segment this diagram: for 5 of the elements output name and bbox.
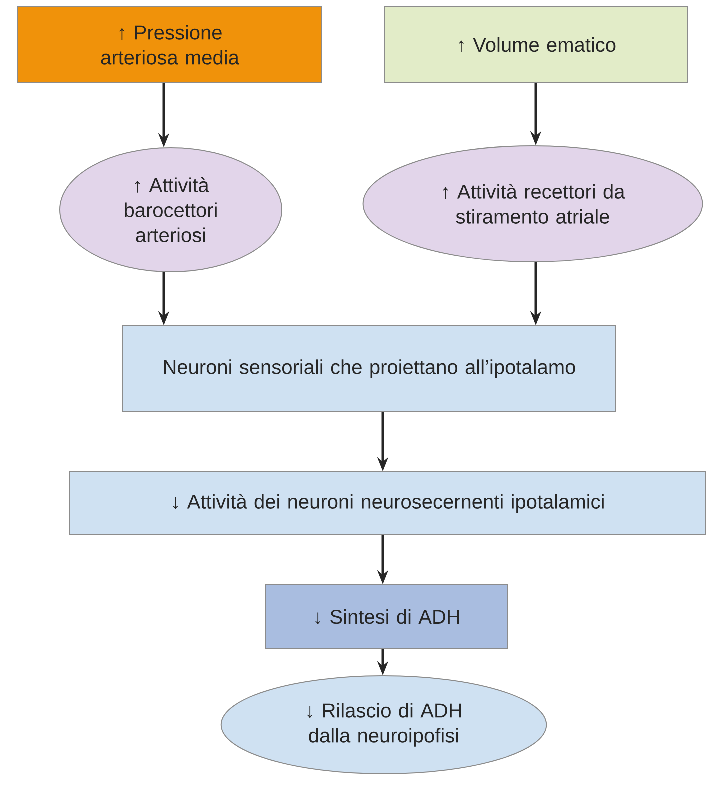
process-box: Neuroni sensoriali che proiettano all’ipotalamo <box>122 326 616 412</box>
process-box: ↓ Attività dei neuroni neurosecernenti ipotalamici <box>70 472 706 536</box>
process-box: ↑ Volume ematico <box>384 6 688 84</box>
process-box: ↑ Pressione arteriosa media <box>18 6 322 84</box>
process-box: ↓ Sintesi di ADH <box>266 584 508 650</box>
